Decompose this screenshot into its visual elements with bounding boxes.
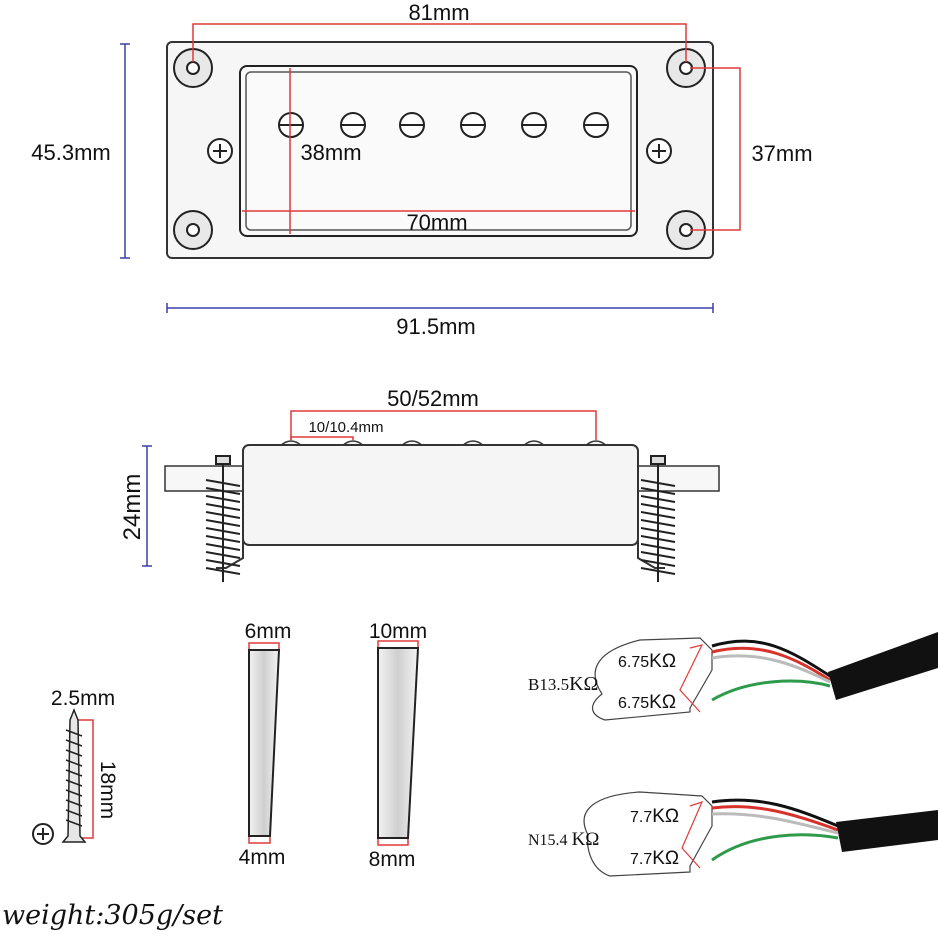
neck-total-resistance: N15.4 KΩ — [528, 829, 599, 850]
phillips-screw-head-icon — [32, 823, 54, 845]
shim-thick-bottom-dim: 8mm — [369, 848, 416, 871]
cable-bridge — [828, 632, 938, 700]
mounting-leg-left — [216, 540, 244, 569]
side-pickup-body — [242, 444, 639, 546]
weight-label: weight:305g/set — [2, 900, 223, 931]
bridge-coil-a-resistance: 6.75KΩ — [618, 651, 676, 672]
dim-91-5mm: 91.5mm — [396, 314, 475, 339]
spring-screw-right — [640, 455, 676, 582]
shim-thin: 6mm 4mm — [239, 620, 292, 869]
dim-18mm: 18mm — [96, 761, 119, 819]
pole-piece — [340, 112, 366, 138]
phillips-screw-icon — [646, 138, 672, 164]
dim-2-5mm: 2.5mm — [51, 687, 115, 710]
top-view: 81mm 45.3mm 38mm 70mm 37mm 91.5mm — [31, 0, 812, 339]
pickup-cover — [239, 65, 638, 237]
side-view: 50/52mm 10/10.4mm 24mm — [119, 386, 720, 582]
wood-screw: 2.5mm 18mm — [32, 687, 119, 845]
dim-10-10-4mm: 10/10.4mm — [308, 419, 383, 436]
dim-38mm: 38mm — [300, 140, 361, 165]
pole-pieces — [278, 112, 609, 138]
pole-piece — [460, 112, 486, 138]
pole-piece — [583, 112, 609, 138]
shim-thin-top-dim: 6mm — [245, 620, 292, 643]
neck-coil-a-resistance: 7.7KΩ — [630, 806, 679, 827]
bridge-total-resistance: B13.5KΩ — [528, 673, 598, 695]
wiring-neck: N15.4 KΩ 7.7KΩ 7.7KΩ — [528, 791, 938, 877]
wiring-bridge: B13.5KΩ 6.75KΩ 6.75KΩ — [528, 632, 938, 721]
bridge-coil-b-resistance: 6.75KΩ — [618, 692, 676, 713]
dim-45-3mm: 45.3mm — [31, 140, 110, 165]
shim-thin-bottom-dim: 4mm — [239, 846, 286, 869]
corner-holes — [173, 48, 706, 250]
shim-thick-top-dim: 10mm — [369, 620, 427, 643]
cable-neck — [836, 810, 938, 852]
dim-37mm: 37mm — [751, 141, 812, 166]
phillips-screw-icon — [207, 138, 233, 164]
neck-coil-b-resistance: 7.7KΩ — [630, 848, 679, 869]
pole-piece — [278, 112, 304, 138]
dim-50-52mm: 50/52mm — [387, 386, 479, 411]
side-dimension-lines — [142, 410, 597, 567]
dimension-lines — [120, 23, 741, 313]
dim-81mm: 81mm — [408, 0, 469, 25]
dim-24mm: 24mm — [119, 474, 146, 541]
pole-piece — [521, 112, 547, 138]
spring-screw-left — [205, 455, 241, 582]
dim-70mm: 70mm — [406, 210, 467, 235]
shim-thick: 10mm 8mm — [369, 620, 428, 871]
mounting-leg-right — [637, 540, 665, 569]
pole-piece — [399, 112, 425, 138]
